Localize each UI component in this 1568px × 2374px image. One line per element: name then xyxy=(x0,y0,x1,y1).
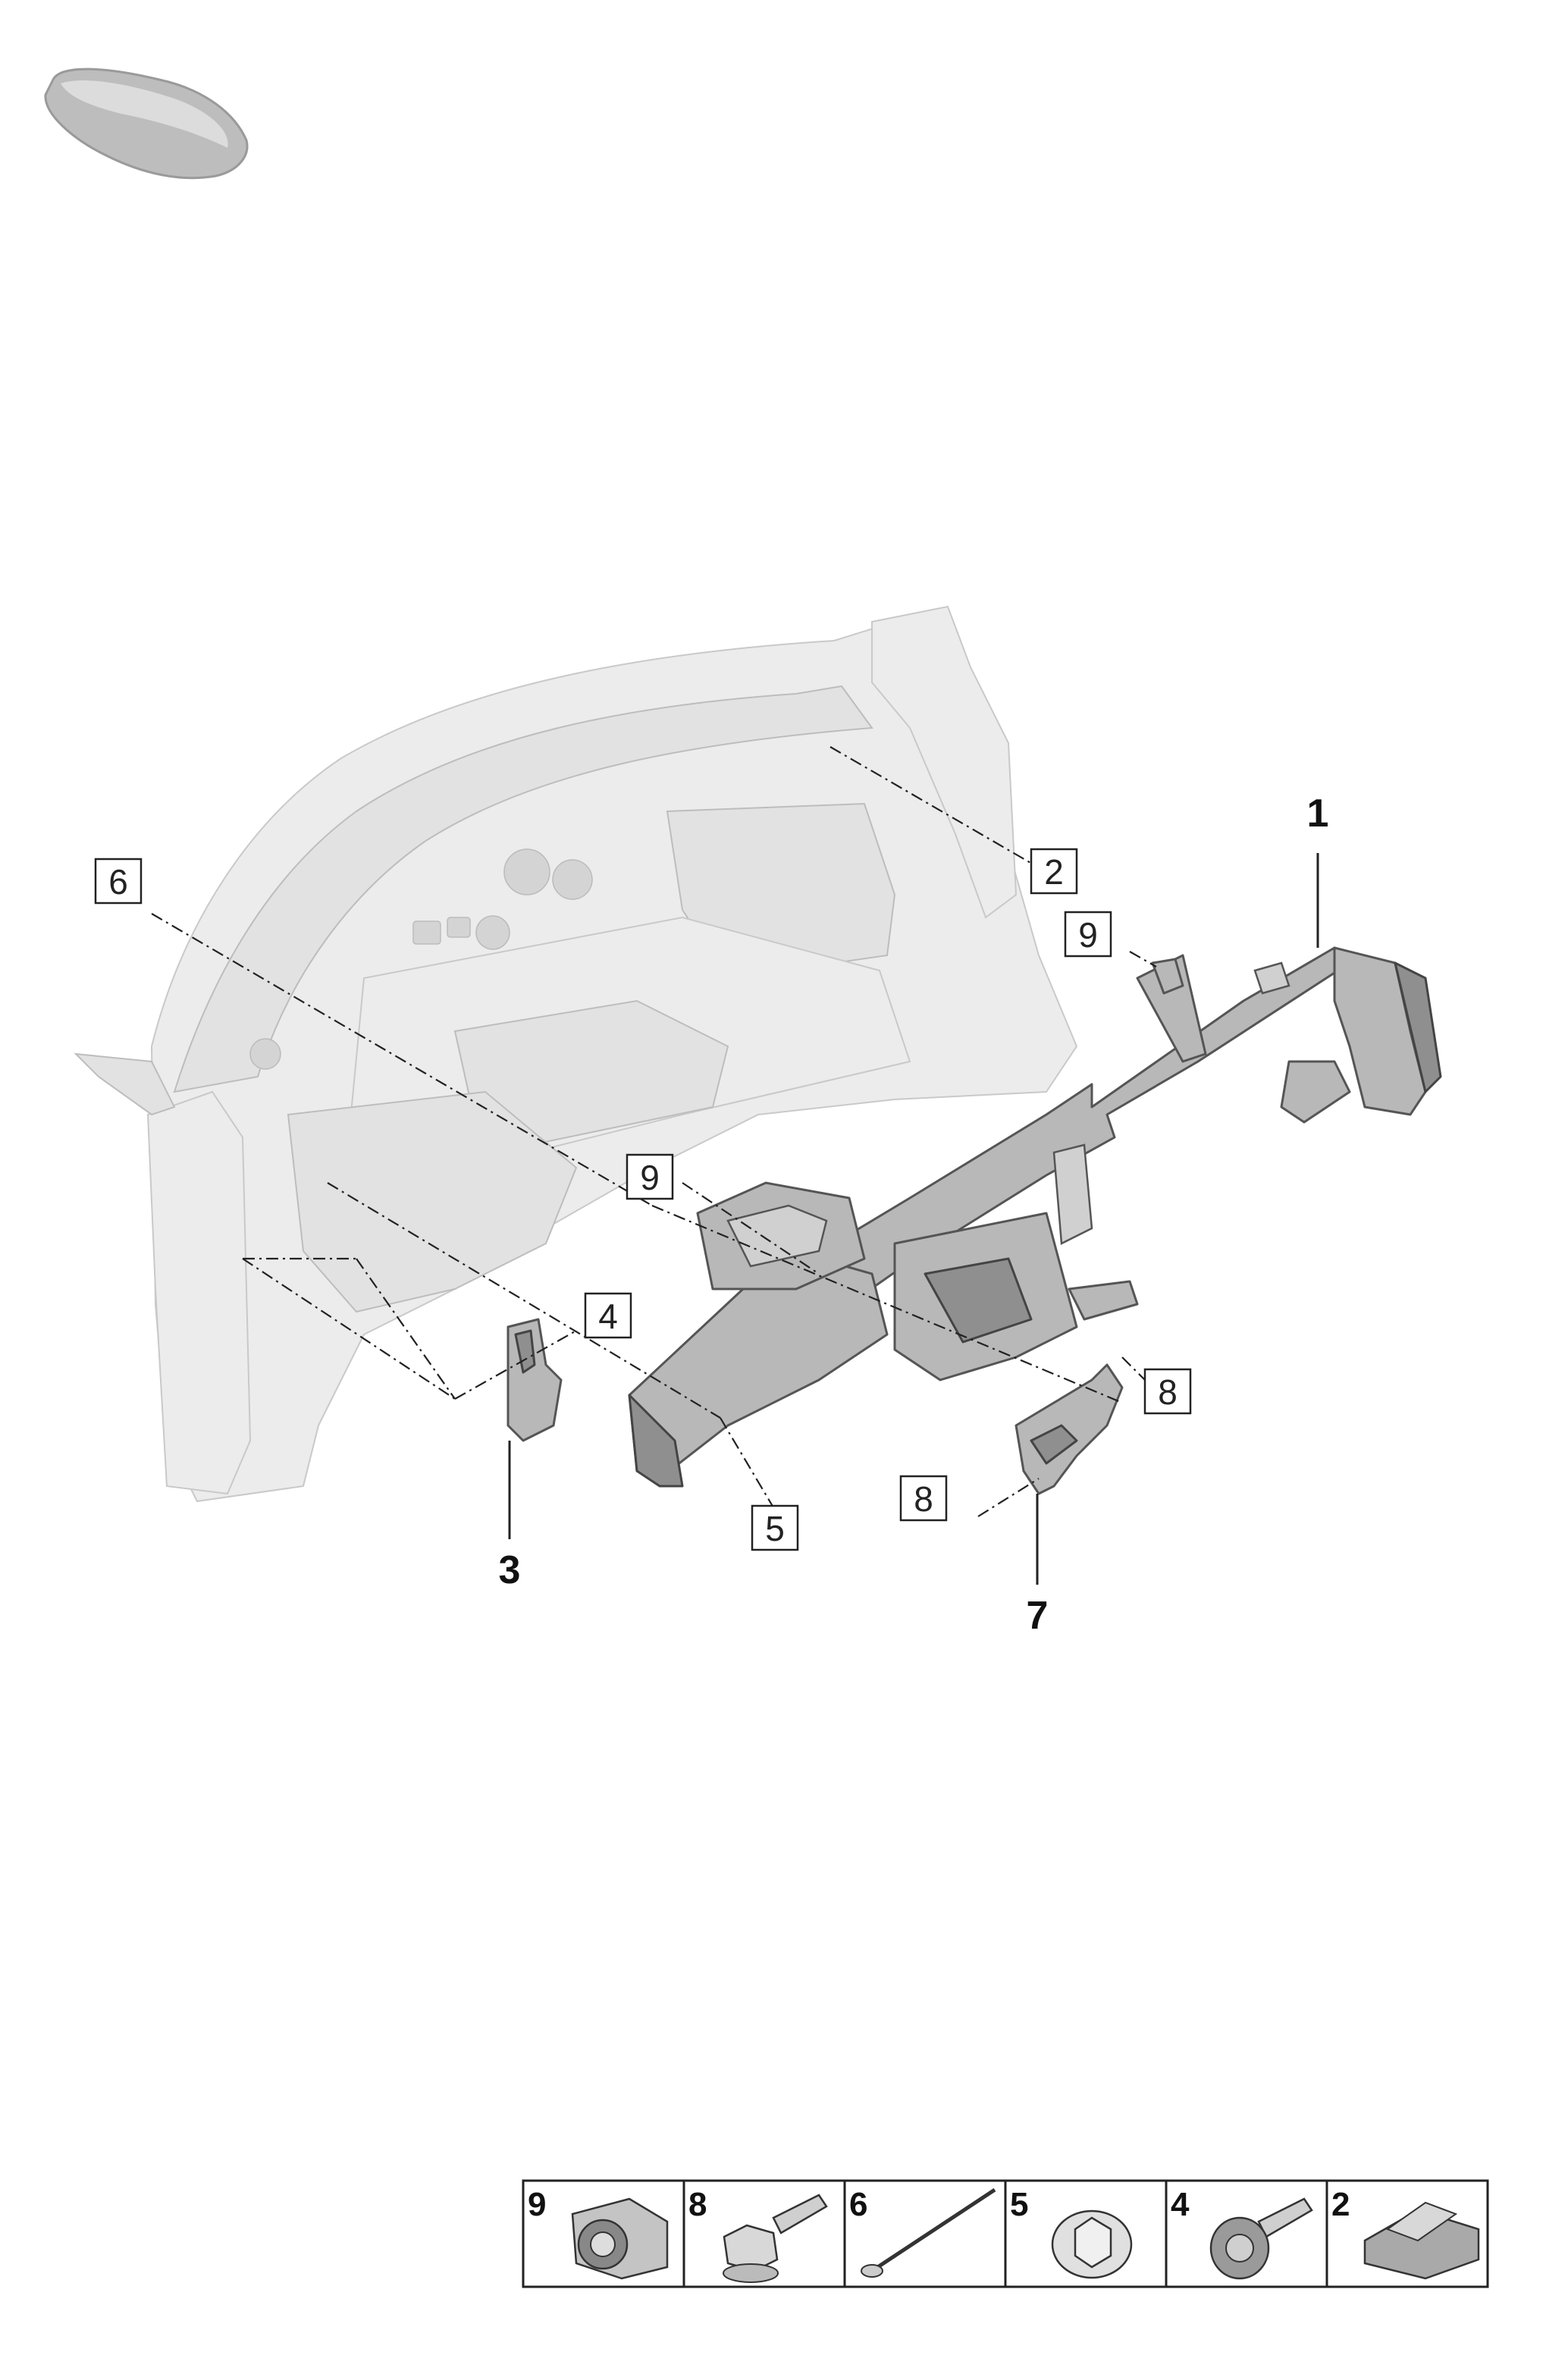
legend-cell-5: 5 xyxy=(1004,2179,1168,2288)
flange-nut-icon xyxy=(1051,2209,1133,2279)
callout-box-9-top: 9 xyxy=(1064,911,1112,958)
callout-4-label: 4 xyxy=(598,1297,618,1336)
callout-box-2: 2 xyxy=(1030,848,1078,895)
callout-bold-3: 3 xyxy=(499,1548,521,1592)
legend-number-8: 8 xyxy=(688,2186,707,2223)
clip-nut-icon xyxy=(1363,2201,1480,2280)
callout-8-left-label: 8 xyxy=(914,1479,933,1519)
callout-box-9-mid: 9 xyxy=(626,1153,674,1200)
legend-cell-2: 2 xyxy=(1325,2179,1489,2288)
callout-3-label: 3 xyxy=(499,1548,521,1592)
legend-cell-9: 9 xyxy=(522,2179,685,2288)
callout-1-label: 1 xyxy=(1307,792,1329,836)
solid-leaders xyxy=(508,853,1319,1585)
legend-number-6: 6 xyxy=(849,2186,867,2223)
callout-bold-1: 1 xyxy=(1307,792,1329,836)
callout-9-mid-label: 9 xyxy=(640,1158,660,1197)
callout-box-5: 5 xyxy=(751,1504,799,1551)
legend-number-2: 2 xyxy=(1331,2186,1350,2223)
clip-part-9 xyxy=(1151,958,1184,995)
callout-9-top-label: 9 xyxy=(1078,915,1098,955)
bracket-part-3 xyxy=(506,1318,563,1442)
callout-7-label: 7 xyxy=(1027,1594,1049,1638)
long-bolt-icon xyxy=(861,2187,996,2278)
expansion-clip-icon xyxy=(571,2197,669,2280)
body-shell-ghost xyxy=(74,605,1078,1503)
vehicle-thumbnail-icon xyxy=(44,67,249,180)
socket-bolt-icon xyxy=(1209,2197,1313,2280)
legend-cell-8: 8 xyxy=(682,2179,846,2288)
callout-box-6: 6 xyxy=(94,858,143,905)
legend-number-5: 5 xyxy=(1010,2186,1028,2223)
callout-5-label: 5 xyxy=(765,1509,785,1548)
callout-8-right-label: 8 xyxy=(1158,1372,1178,1412)
callout-box-4: 4 xyxy=(584,1292,632,1339)
callout-2-label: 2 xyxy=(1044,852,1064,892)
hardware-legend: 9 8 6 5 xyxy=(522,2179,1489,2288)
legend-number-9: 9 xyxy=(528,2186,546,2223)
leader-lines xyxy=(151,746,1161,1521)
side-member-bracket xyxy=(628,1181,889,1488)
flange-bolt-icon xyxy=(723,2194,828,2283)
callout-box-8-right: 8 xyxy=(1143,1368,1192,1415)
legend-cell-6: 6 xyxy=(843,2179,1007,2288)
callout-box-8-left: 8 xyxy=(899,1475,948,1522)
callout-bold-7: 7 xyxy=(1027,1594,1049,1638)
legend-cell-4: 4 xyxy=(1165,2179,1328,2288)
bracket-part-7 xyxy=(1014,1363,1124,1495)
legend-number-4: 4 xyxy=(1171,2186,1190,2223)
callout-6-label: 6 xyxy=(108,862,128,902)
